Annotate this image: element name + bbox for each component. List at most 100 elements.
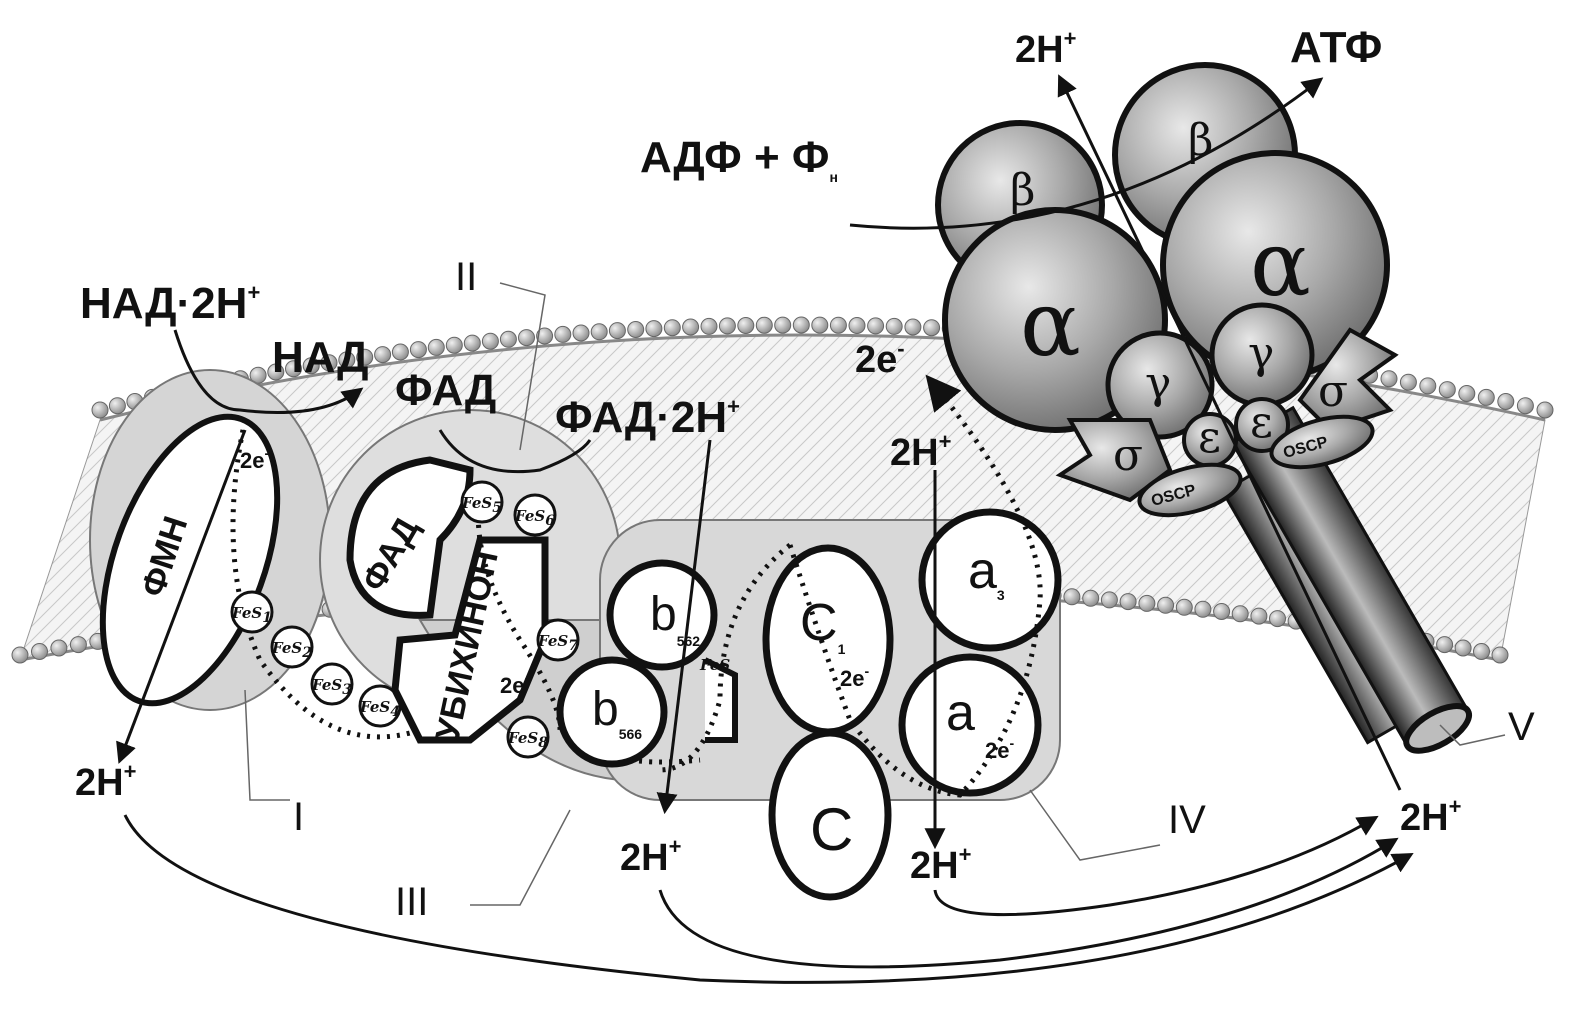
leader-i	[245, 690, 290, 800]
fes-8: FeS8	[507, 717, 548, 757]
lipid-head	[1455, 640, 1471, 656]
fad-2h-label: ФАД·2Н+	[555, 393, 740, 442]
gamma-label-right: γ	[1248, 328, 1274, 379]
lipid-head	[428, 339, 444, 355]
lipid-head	[109, 398, 125, 414]
epsilon-label-right: ε	[1250, 397, 1273, 448]
lipid-head	[1083, 590, 1099, 606]
fes-5: FeS5	[461, 482, 502, 522]
lipid-head	[555, 326, 571, 342]
lipid-head	[1517, 398, 1533, 414]
lipid-head	[464, 335, 480, 351]
complex-ii-numeral: II	[455, 255, 477, 299]
lipid-head	[1439, 382, 1455, 398]
lipid-head	[775, 317, 791, 333]
fes-1: FeS1	[231, 592, 272, 632]
lipid-head	[1101, 592, 1117, 608]
return-arrow-complex-iii	[660, 840, 1395, 967]
lipid-head	[738, 318, 754, 334]
lipid-head	[446, 337, 462, 353]
lipid-head	[719, 318, 735, 334]
fes-7: FeS7	[537, 620, 578, 660]
lipid-head	[410, 342, 426, 358]
complex-iii-numeral: III	[395, 880, 428, 924]
lipid-head	[1474, 644, 1490, 660]
proton-label-top: 2Н+	[1015, 26, 1076, 71]
atp-label: АТФ	[1290, 23, 1382, 72]
lipid-head	[573, 325, 589, 341]
lipid-head	[1176, 599, 1192, 615]
lipid-head	[32, 644, 48, 660]
lipid-head	[1437, 637, 1453, 653]
lipid-head	[12, 647, 28, 663]
fad-label: ФАД	[395, 366, 496, 415]
lipid-head	[1195, 601, 1211, 617]
epsilon-label-left: ε	[1198, 412, 1221, 463]
lipid-head	[1420, 378, 1436, 394]
fes-2: FeS2	[271, 627, 312, 667]
lipid-head	[905, 319, 921, 335]
lipid-head	[1381, 371, 1397, 387]
lipid-head	[830, 317, 846, 333]
lipid-head	[1270, 611, 1286, 627]
lipid-head	[1214, 604, 1230, 620]
lipid-head	[1139, 595, 1155, 611]
lipid-head	[375, 347, 391, 363]
lipid-head	[500, 331, 516, 347]
lipid-head	[1232, 606, 1248, 622]
fes-rieske-label: FeS	[699, 656, 730, 674]
c-label: C	[810, 796, 853, 863]
lipid-head	[392, 344, 408, 360]
lipid-head	[683, 319, 699, 335]
proton-label-complex-iii-bottom: 2Н+	[620, 834, 681, 879]
lipid-head	[1400, 374, 1416, 390]
lipid-head	[812, 317, 828, 333]
lipid-head	[886, 318, 902, 334]
leader-iii	[470, 810, 570, 905]
nad-2h-label: НАД·2Н+	[80, 279, 260, 328]
complex-iv-numeral: IV	[1168, 798, 1206, 842]
lipid-head	[1492, 647, 1508, 663]
alpha-label-right: α	[1250, 212, 1311, 317]
complex-v-numeral: V	[1508, 705, 1535, 749]
nad-label: НАД	[272, 333, 369, 382]
proton-label-complex-i-bottom: 2Н+	[75, 759, 136, 804]
proton-label-atp-synthase-bottom: 2Н+	[1400, 794, 1461, 839]
lipid-head	[1158, 597, 1174, 613]
lipid-head	[1537, 402, 1553, 418]
lipid-head	[849, 318, 865, 334]
fes-3: FeS3	[311, 664, 352, 704]
sigma-label-left: σ	[1113, 430, 1143, 481]
lipid-head	[1498, 394, 1514, 410]
lipid-head	[591, 324, 607, 340]
gamma-label-left: γ	[1145, 358, 1171, 409]
lipid-head	[1478, 389, 1494, 405]
lipid-head	[1064, 589, 1080, 605]
adp-pi-label: АДФ + Фн	[640, 133, 838, 185]
sigma-label-right: σ	[1318, 366, 1348, 417]
lipid-head	[793, 317, 809, 333]
lipid-head	[1251, 608, 1267, 624]
lipid-head	[924, 320, 940, 336]
leader-iv	[1030, 790, 1160, 860]
lipid-head	[519, 330, 535, 346]
a-label: a	[946, 684, 975, 742]
lipid-head	[868, 318, 884, 334]
return-arrow-complex-iv	[935, 818, 1375, 915]
lipid-head	[628, 322, 644, 338]
lipid-head	[51, 640, 67, 656]
lipid-head	[1120, 594, 1136, 610]
lipid-head	[701, 318, 717, 334]
lipid-head	[646, 321, 662, 337]
lipid-head	[1459, 386, 1475, 402]
lipid-head	[609, 323, 625, 339]
beta-label-left: β	[1010, 165, 1035, 216]
electron-label-top: 2е-	[855, 336, 905, 381]
fes-6: FeS6	[514, 495, 555, 535]
lipid-head	[70, 637, 86, 653]
lipid-head	[482, 333, 498, 349]
alpha-label-left: α	[1020, 272, 1081, 377]
return-arrow-complex-i	[125, 815, 1410, 982]
complex-i-numeral: I	[293, 795, 304, 839]
